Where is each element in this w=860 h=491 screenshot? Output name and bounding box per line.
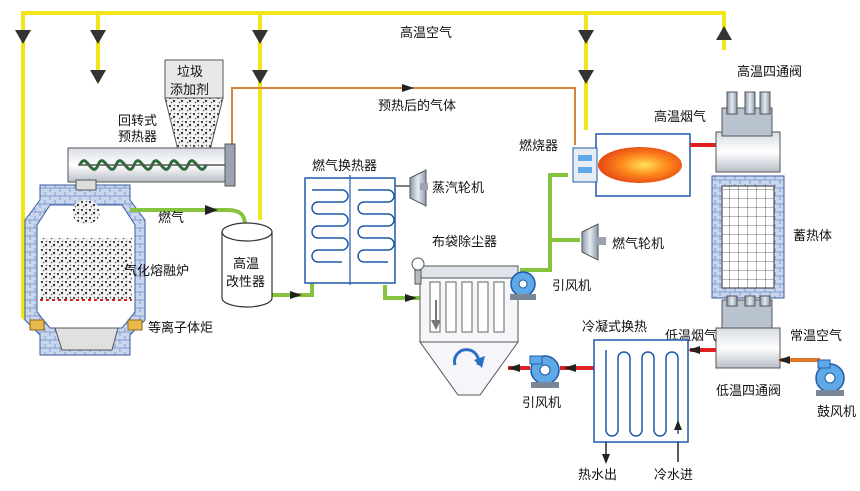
label-blower: 鼓风机 [817, 405, 856, 420]
arrow-up-icon [674, 420, 682, 430]
label-regenerator: 蓄热体 [793, 229, 832, 244]
high-temp-four-way-valve [715, 91, 781, 173]
arrow-right-icon [205, 205, 218, 215]
condensing-heat-exchanger [593, 339, 689, 443]
arrow-left-icon [508, 364, 520, 372]
induced-fan-bottom [529, 355, 560, 388]
label-gas-turbine: 燃气轮机 [612, 236, 664, 252]
label-rotary-preheater-2: 预热器 [118, 130, 157, 145]
gasification-melting-furnace [24, 179, 146, 356]
arrow-down-icon [90, 30, 106, 44]
label-syngas: 燃气 [158, 210, 184, 226]
arrow-down-icon [15, 30, 31, 44]
steam-turbine [395, 169, 428, 207]
arrow-left-icon [778, 356, 790, 364]
arrow-down-icon [252, 30, 268, 44]
gas-heat-exchanger [304, 175, 396, 285]
label-waste: 垃圾 [177, 65, 203, 80]
arrow-right-icon [405, 294, 417, 302]
arrow-down-icon [602, 454, 610, 464]
label-gas-heat-exchanger: 燃气换热器 [312, 158, 377, 174]
label-condensing-exchanger: 冷凝式换热 [582, 319, 647, 335]
label-steam-turbine: 蒸汽轮机 [432, 181, 484, 196]
label-burner: 燃烧器 [519, 138, 558, 154]
label-additive: 添加剂 [170, 83, 209, 98]
label-preheated-gas: 预热后的气体 [378, 98, 456, 114]
high-temp-reformer [221, 222, 273, 308]
arrow-down-icon [578, 30, 594, 44]
regenerator [711, 175, 785, 299]
water-lines [605, 442, 679, 462]
low-temp-four-way-valve [715, 295, 781, 369]
label-reformer-1: 高温 [233, 256, 259, 272]
label-bag-filter: 布袋除尘器 [432, 235, 497, 250]
arrow-left-icon [564, 364, 576, 372]
label-ambient-air: 常温空气 [790, 328, 842, 344]
label-rotary-preheater-1: 回转式 [118, 114, 157, 129]
label-low-temp-4way-valve: 低温四通阀 [716, 384, 781, 399]
arrow-right-icon [402, 84, 414, 92]
arrow-down-icon [578, 70, 594, 84]
plasma-torch-right [127, 319, 143, 331]
arrow-right-icon [290, 291, 302, 299]
label-plasma-torch: 等离子体炬 [148, 320, 213, 336]
waste-hopper: 垃圾 添加剂 [164, 59, 224, 151]
blower [815, 359, 845, 396]
arrow-up-icon [716, 26, 732, 40]
label-hot-water-out: 热水出 [578, 468, 617, 483]
rotary-preheater [67, 143, 236, 187]
arrow-left-icon [688, 346, 700, 354]
label-high-temp-air: 高温空气 [400, 25, 452, 41]
high-temp-air-arrows [15, 26, 732, 84]
label-reformer-2: 改性器 [226, 275, 265, 290]
arrow-down-icon [90, 70, 106, 84]
plasma-torch-left [29, 319, 45, 331]
gas-turbine [581, 223, 606, 261]
burner-chamber [572, 133, 691, 197]
label-induced-fan-bottom: 引风机 [522, 396, 561, 411]
label-gasification-furnace: 气化熔融炉 [124, 263, 189, 279]
arrow-down-icon [252, 70, 268, 84]
label-high-temp-4way-valve: 高温四通阀 [737, 64, 802, 80]
label-cold-water-in: 冷水进 [654, 468, 693, 483]
induced-fan-middle [510, 271, 536, 300]
label-high-temp-flue: 高温烟气 [654, 109, 706, 125]
bag-filter [411, 257, 519, 396]
label-induced-fan-mid: 引风机 [552, 279, 591, 294]
